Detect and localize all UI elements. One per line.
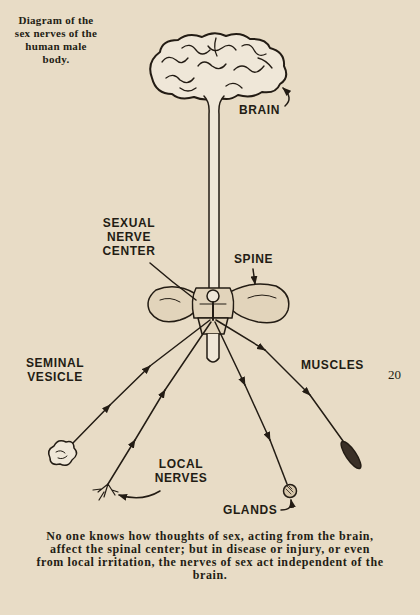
part-label: SPINE xyxy=(233,252,274,266)
coccyx-tube xyxy=(207,334,219,362)
gland-texture xyxy=(286,486,293,494)
nerve-endings xyxy=(93,484,118,500)
part-label: MUSCLES xyxy=(300,358,365,372)
leader-line xyxy=(253,269,255,284)
leader-line xyxy=(283,88,289,106)
nerve-trunk xyxy=(212,302,214,320)
seminal-vesicle-folds xyxy=(56,451,67,459)
part-label: BRAIN xyxy=(238,103,281,117)
seminal-vesicle xyxy=(49,441,77,466)
figure-caption: No one knows how thoughts of sex, acting… xyxy=(36,530,384,582)
part-label: SEXUAL NERVE CENTER xyxy=(96,216,162,258)
nerve xyxy=(216,320,343,441)
gland xyxy=(284,485,297,498)
leader-line xyxy=(119,491,160,498)
diagram-title: Diagram of the sex nerves of the human m… xyxy=(14,14,98,66)
page-number: 20 xyxy=(388,368,401,382)
nerve xyxy=(215,322,287,484)
leader-line xyxy=(150,263,196,300)
brain-folds xyxy=(162,38,272,91)
part-label: LOCAL NERVES xyxy=(146,457,216,485)
part-label: GLANDS xyxy=(222,503,278,517)
muscle xyxy=(338,439,364,471)
leader-line xyxy=(281,500,291,510)
vertebra xyxy=(148,284,289,334)
spinal-cord xyxy=(204,96,224,298)
part-label: SEMINAL VESICLE xyxy=(16,356,94,384)
brain-outline xyxy=(150,33,286,99)
